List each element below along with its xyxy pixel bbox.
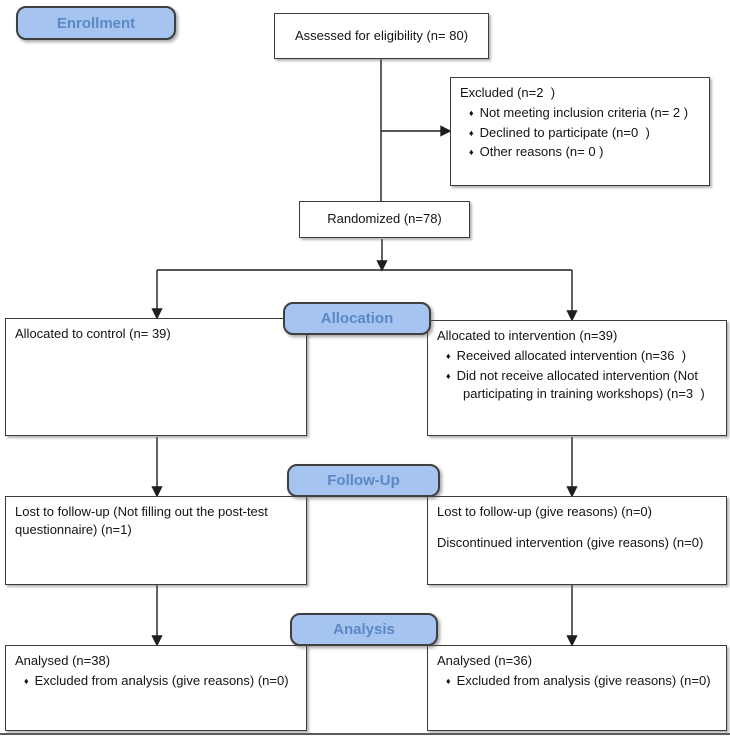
box-randomized: Randomized (n=78) — [299, 201, 470, 238]
bullet-item: ♦ Received allocated intervention (n=36 ) — [437, 347, 717, 365]
stage-label-followup: Follow-Up — [287, 464, 440, 497]
bullet-item: ♦ Declined to participate (n=0 ) — [460, 124, 700, 142]
excluded-item-text: Not meeting inclusion criteria (n= 2 ) — [479, 105, 689, 121]
box-followup-control: Lost to follow-up (Not filling out the p… — [5, 496, 307, 585]
diamond-bullet-icon: ♦ — [446, 351, 451, 362]
stage-label-analysis-text: Analysis — [333, 621, 395, 638]
allocated-control-title: Allocated to control (n= 39) — [15, 326, 171, 341]
stage-label-followup-text: Follow-Up — [327, 472, 400, 489]
diamond-bullet-icon: ♦ — [446, 676, 451, 687]
analysis-intervention-title: Analysed (n=36) — [437, 653, 533, 668]
excluded-item-text: Declined to participate (n=0 ) — [479, 124, 650, 140]
followup-intervention-line: Discontinued intervention (give reasons)… — [437, 535, 704, 551]
stage-label-enrollment: Enrollment — [16, 6, 176, 40]
analysis-intervention-list: ♦ Excluded from analysis (give reasons) (… — [437, 672, 717, 690]
figure-bottom-rule — [0, 733, 730, 735]
bullet-item: ♦ Not meeting inclusion criteria (n= 2 ) — [460, 104, 700, 122]
diamond-bullet-icon: ♦ — [469, 127, 474, 138]
stage-label-analysis: Analysis — [290, 613, 438, 646]
stage-label-enrollment-text: Enrollment — [56, 14, 136, 32]
stage-label-allocation: Allocation — [283, 302, 431, 335]
bullet-item: ♦ Other reasons (n= 0 ) — [460, 143, 700, 161]
arrowhead-followup-right — [566, 486, 578, 498]
box-analysis-control: Analysed (n=38) ♦ Excluded from analysis … — [5, 645, 307, 731]
diamond-bullet-icon: ♦ — [24, 676, 29, 687]
arrowhead-split — [376, 260, 388, 272]
randomized-text: Randomized (n=78) — [327, 211, 442, 227]
box-allocated-intervention: Allocated to intervention (n=39) ♦ Receiv… — [427, 320, 727, 436]
bullet-item: ♦ Excluded from analysis (give reasons) (… — [15, 672, 297, 690]
followup-control-line: Lost to follow-up (Not filling out the p… — [15, 504, 272, 538]
box-assessed-eligibility: Assessed for eligibility (n= 80) — [274, 13, 489, 59]
allocated-intervention-list: ♦ Received allocated intervention (n=36 )… — [437, 347, 717, 403]
box-allocated-control: Allocated to control (n= 39) — [5, 318, 307, 436]
box-analysis-intervention: Analysed (n=36) ♦ Excluded from analysis … — [427, 645, 727, 731]
arrowhead-excluded — [440, 125, 452, 137]
allocated-intervention-title: Allocated to intervention (n=39) — [437, 328, 618, 343]
analysis-control-title: Analysed (n=38) — [15, 653, 111, 668]
arrowhead-alloc-control — [151, 308, 163, 320]
box-followup-intervention: Lost to follow-up (give reasons) (n=0) D… — [427, 496, 727, 585]
allocated-intervention-item-text: Received allocated intervention (n=36 ) — [456, 348, 687, 364]
diamond-bullet-icon: ♦ — [469, 147, 474, 158]
diamond-bullet-icon: ♦ — [446, 370, 451, 381]
followup-intervention-line: Lost to follow-up (give reasons) (n=0) — [437, 504, 652, 519]
analysis-intervention-item-text: Excluded from analysis (give reasons) (n… — [456, 673, 711, 689]
excluded-title: Excluded (n=2 ) — [460, 85, 556, 100]
arrowhead-analysis-left — [151, 635, 163, 647]
arrowhead-analysis-right — [566, 635, 578, 647]
analysis-control-list: ♦ Excluded from analysis (give reasons) (… — [15, 672, 297, 690]
analysis-control-item-text: Excluded from analysis (give reasons) (n… — [34, 673, 289, 689]
arrowhead-followup-left — [151, 486, 163, 498]
excluded-item-text: Other reasons (n= 0 ) — [479, 144, 604, 160]
arrowhead-alloc-intervention — [566, 310, 578, 322]
allocated-intervention-item-text: Did not receive allocated intervention (… — [456, 367, 705, 402]
assessed-text: Assessed for eligibility (n= 80) — [294, 27, 469, 43]
excluded-list: ♦Not meeting inclusion criteria (n= 2 ) … — [460, 104, 700, 161]
diamond-bullet-icon: ♦ — [469, 108, 474, 119]
box-excluded: Excluded (n=2 ) ♦ Not meeting inclusion c… — [450, 77, 710, 186]
bullet-item: ♦ Did not receive allocated intervention … — [437, 367, 717, 404]
stage-label-allocation-text: Allocation — [320, 310, 394, 327]
bullet-item: ♦ Excluded from analysis (give reasons) (… — [437, 672, 717, 690]
